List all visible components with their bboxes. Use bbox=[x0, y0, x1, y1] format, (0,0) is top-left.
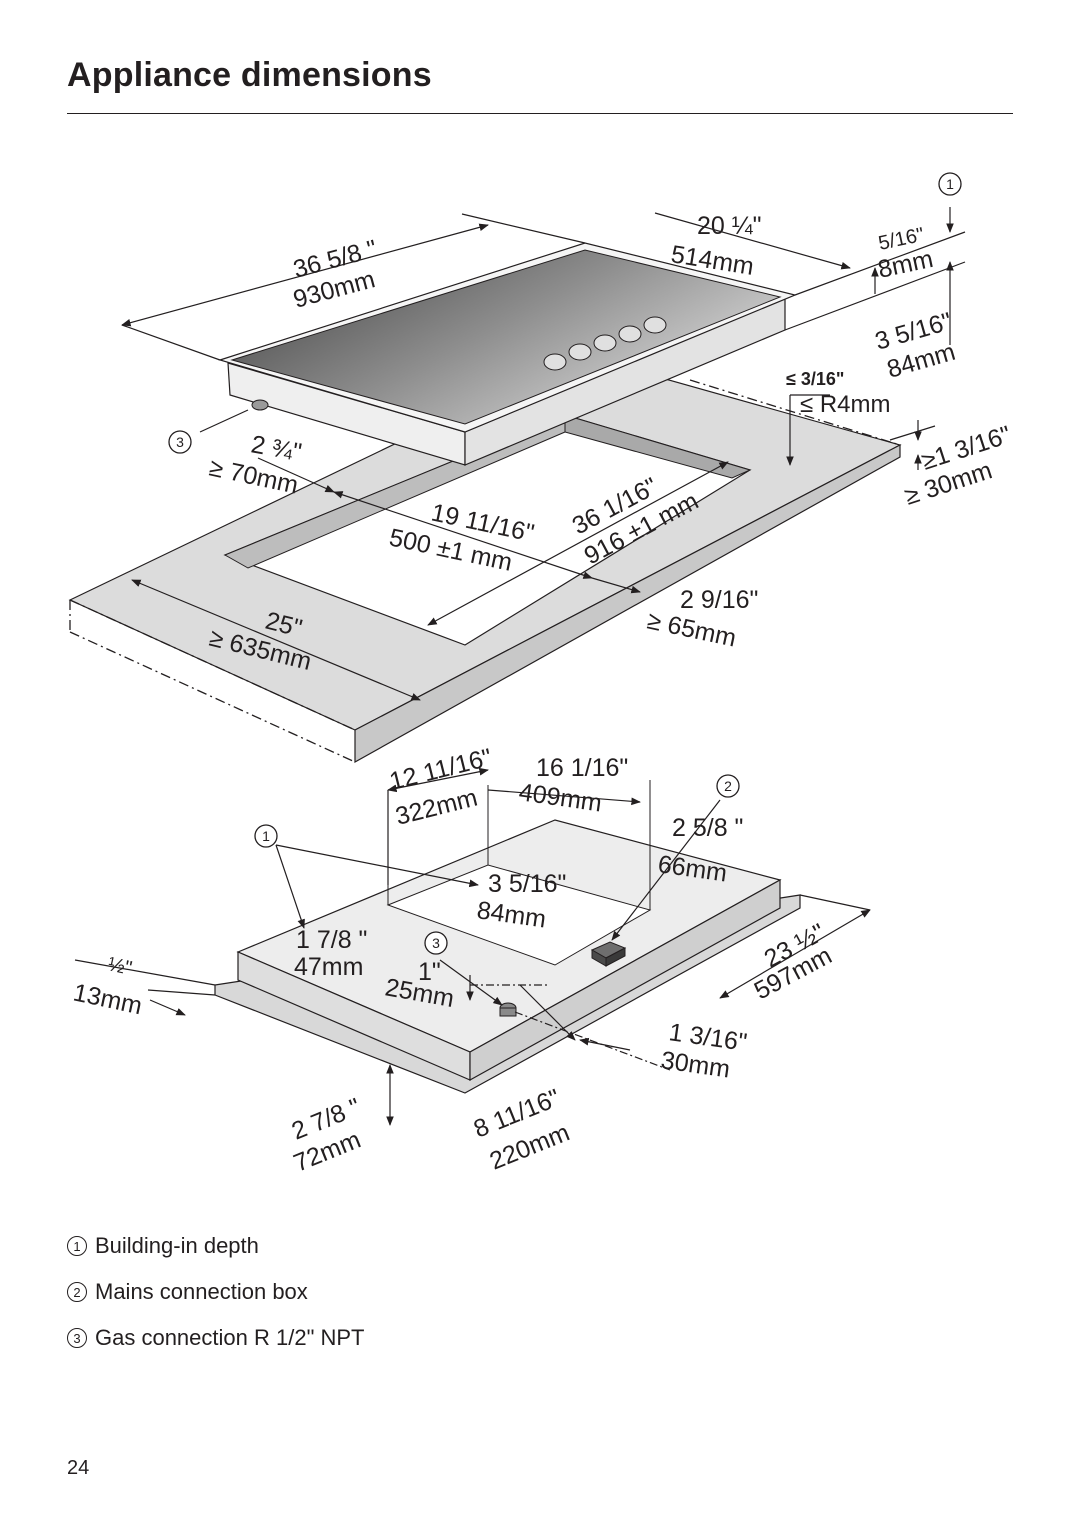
legend-number-3: 3 bbox=[67, 1328, 87, 1348]
dim-e-mm: 47mm bbox=[294, 953, 363, 981]
hob-bottom-view bbox=[214, 780, 801, 1094]
marker-3-top: 3 bbox=[168, 430, 192, 454]
page-number: 24 bbox=[67, 1457, 90, 1479]
mains-connection-box bbox=[590, 941, 627, 967]
svg-text:2: 2 bbox=[724, 778, 732, 794]
legend-label-1: Building-in depth bbox=[95, 1233, 259, 1258]
marker-1-top: 1 bbox=[938, 172, 962, 196]
dimension-lines-top bbox=[121, 207, 966, 701]
svg-text:3: 3 bbox=[432, 935, 440, 951]
title-divider bbox=[67, 113, 1013, 114]
dim-front-in: 2 9/16" bbox=[680, 586, 758, 614]
legend-item-2: 2 Mains connection box bbox=[67, 1279, 308, 1305]
legend-item-3: 3 Gas connection R 1/2" NPT bbox=[67, 1325, 365, 1351]
dim-d-in: 3 5/16" bbox=[488, 870, 566, 898]
dimension-lines-bottom bbox=[74, 767, 871, 1126]
marker-3-bottom: 3 bbox=[424, 931, 448, 955]
dim-rear-in: 2 ¾" bbox=[249, 430, 304, 466]
dim-e-in: 1 7/8 " bbox=[296, 926, 367, 954]
svg-text:3: 3 bbox=[176, 434, 184, 450]
gas-connection bbox=[499, 1002, 517, 1017]
marker-1-bottom: 1 bbox=[254, 824, 278, 848]
control-knobs bbox=[543, 316, 667, 371]
dim-g-mm: 13mm bbox=[71, 978, 145, 1020]
dim-a-in: 12 11/16" bbox=[387, 743, 495, 795]
dim-radius-mm: ≤ R4mm bbox=[800, 391, 891, 418]
legend-number-2: 2 bbox=[67, 1282, 87, 1302]
legend-label-2: Mains connection box bbox=[95, 1279, 308, 1304]
marker-2-bottom: 2 bbox=[716, 774, 740, 798]
dim-g-in: ½" bbox=[106, 953, 134, 979]
dim-radius-in: ≤ 3/16" bbox=[786, 369, 844, 389]
svg-text:1: 1 bbox=[946, 176, 954, 192]
dimension-labels-bottom: 12 11/16" 322mm 16 1/16" 409mm 2 5/8 " 6… bbox=[71, 743, 837, 1177]
page-title: Appliance dimensions bbox=[67, 56, 432, 94]
diagram-markers: 1 3 2 1 3 bbox=[168, 172, 962, 955]
dim-b-mm: 409mm bbox=[517, 778, 603, 817]
legend-item-1: 1 Building-in depth bbox=[67, 1233, 259, 1259]
dim-f-in: 1" bbox=[418, 958, 441, 986]
dim-b-in: 16 1/16" bbox=[536, 754, 628, 782]
legend-label-3: Gas connection R 1/2" NPT bbox=[95, 1325, 365, 1350]
svg-text:1: 1 bbox=[262, 828, 270, 844]
dim-c-in: 2 5/8 " bbox=[672, 814, 743, 842]
legend-number-1: 1 bbox=[67, 1236, 87, 1256]
dim-depth-in: 20 ¼" bbox=[697, 212, 761, 240]
